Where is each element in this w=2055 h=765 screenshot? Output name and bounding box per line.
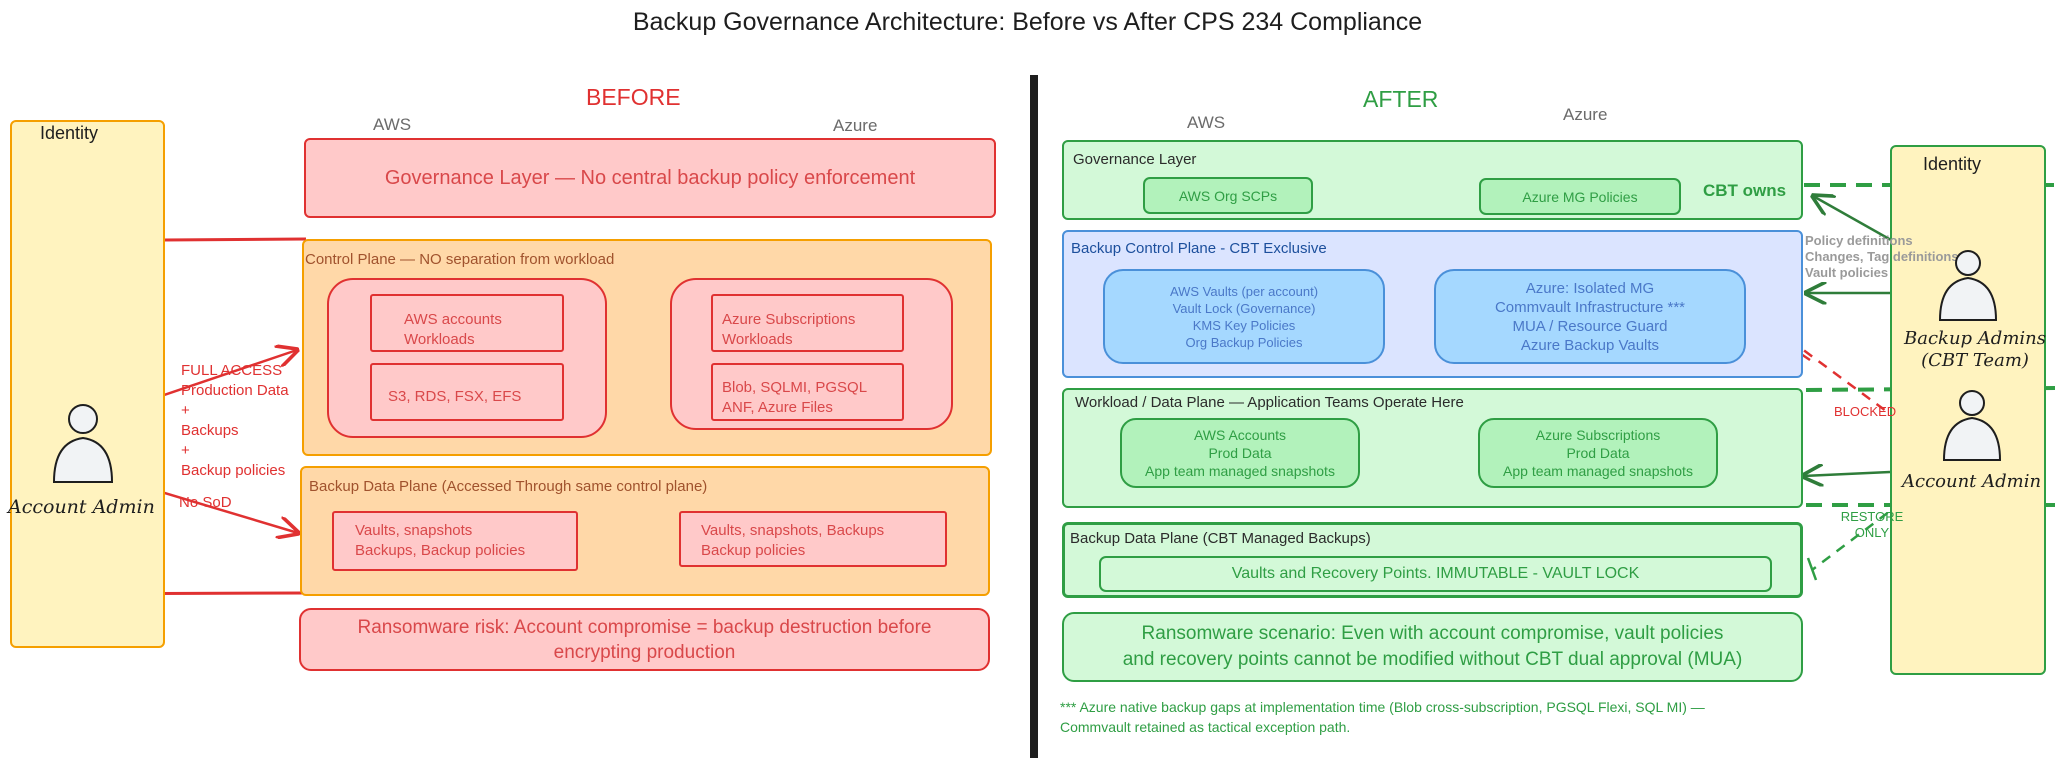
before-heading: BEFORE	[586, 84, 681, 110]
before-control-plane-label: Control Plane — NO separation from workl…	[305, 251, 615, 268]
before-azure-column-label: Azure	[833, 116, 878, 135]
after-azure-column-label: Azure	[1563, 105, 1608, 124]
restore-only-label: RESTORE ONLY	[1840, 509, 1904, 540]
before-aws-vaults-box: Vaults, snapshots Backups, Backup polici…	[332, 511, 578, 571]
azure-subscriptions-box: Azure Subscriptions Prod Data App team m…	[1478, 418, 1718, 488]
after-data-plane-label: Backup Data Plane (CBT Managed Backups)	[1070, 530, 1371, 547]
before-governance-layer: Governance Layer — No central backup pol…	[304, 138, 996, 218]
full-access-note: FULL ACCESS Production Data + Backups + …	[181, 362, 289, 479]
before-identity-column	[10, 120, 165, 648]
after-account-admin-icon	[1942, 390, 2002, 461]
backup-admins-label: Backup Admins (CBT Team)	[1904, 328, 2046, 371]
no-sod-note: No SoD	[179, 494, 232, 511]
before-data-plane-label: Backup Data Plane (Accessed Through same…	[309, 478, 708, 495]
before-ransomware-risk: Ransomware risk: Account compromise = ba…	[299, 608, 990, 671]
after-ransomware-scenario: Ransomware scenario: Even with account c…	[1062, 612, 1803, 682]
azure-isolated-mg-box: Azure: Isolated MG Commvault Infrastruct…	[1434, 269, 1746, 364]
azure-mg-policies-box: Azure MG Policies	[1479, 178, 1681, 215]
before-account-admin-icon	[52, 404, 114, 483]
cbt-owns-label: CBT owns	[1703, 181, 1787, 200]
after-identity-label: Identity	[1923, 154, 1982, 174]
page-title: Backup Governance Architecture: Before v…	[632, 8, 1423, 36]
before-aws-column-label: AWS	[373, 115, 412, 134]
aws-org-scps-box: AWS Org SCPs	[1143, 177, 1313, 214]
restore-only-dashed-line	[1811, 501, 1903, 571]
account-admin-to-workload-arrow	[1803, 472, 1891, 476]
recovery-points-box: Vaults and Recovery Points. IMMUTABLE - …	[1099, 556, 1772, 592]
before-aws-services-box: S3, RDS, FSX, EFS	[370, 363, 564, 421]
before-aws-workloads-box: AWS accounts Workloads	[370, 294, 564, 352]
before-identity-label: Identity	[40, 123, 99, 143]
blocked-label: BLOCKED	[1834, 404, 1897, 419]
policy-definitions-note: Policy definitions Changes, Tag definiti…	[1805, 233, 1959, 280]
after-governance-label: Governance Layer	[1073, 151, 1197, 168]
workload-dashed-line	[1805, 386, 2055, 392]
restore-only-cap	[1806, 557, 1818, 581]
aws-vaults-box: AWS Vaults (per account) Vault Lock (Gov…	[1103, 269, 1385, 364]
after-aws-column-label: AWS	[1187, 113, 1226, 132]
after-workload-plane-label: Workload / Data Plane — Application Team…	[1075, 394, 1464, 411]
after-control-plane-label: Backup Control Plane - CBT Exclusive	[1071, 240, 1327, 257]
before-azure-vaults-box: Vaults, snapshots, Backups Backup polici…	[679, 511, 947, 567]
after-heading: AFTER	[1363, 86, 1439, 112]
commvault-footnote: *** Azure native backup gaps at implemen…	[1060, 699, 1705, 735]
before-account-admin-label: Account Admin	[8, 496, 155, 518]
after-account-admin-label: Account Admin	[1902, 471, 2042, 492]
backup-admins-icon	[1938, 250, 1998, 321]
before-azure-services-box: Blob, SQLMI, PGSQL ANF, Azure Files	[711, 363, 904, 421]
aws-accounts-box: AWS Accounts Prod Data App team managed …	[1120, 418, 1360, 488]
before-azure-workloads-box: Azure Subscriptions Workloads	[711, 294, 904, 352]
